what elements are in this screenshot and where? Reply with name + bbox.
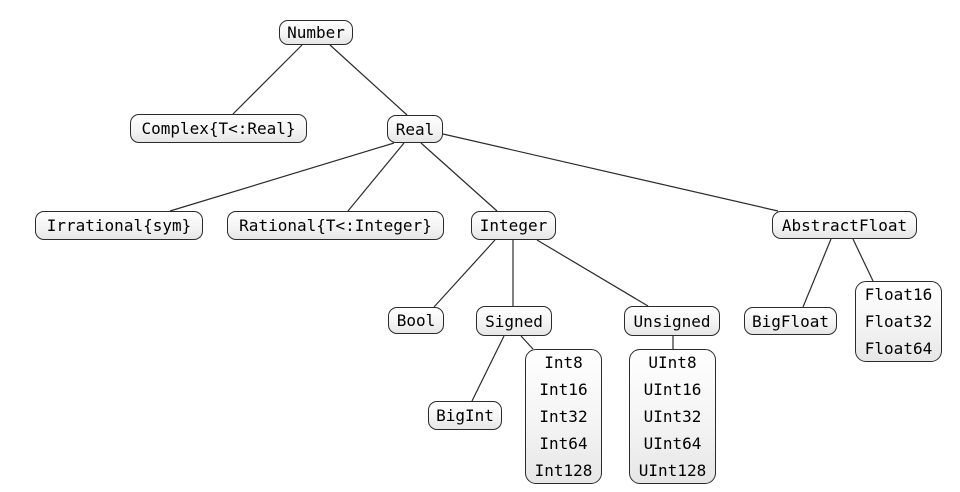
edge-real-irrational bbox=[169, 142, 395, 212]
node-label: Int8 bbox=[544, 353, 583, 372]
node-label: Int16 bbox=[539, 380, 588, 399]
node-bigfloat: BigFloat bbox=[744, 307, 837, 335]
node-label: Bool bbox=[396, 311, 436, 330]
node-complex: Complex{T<:Real} bbox=[130, 114, 307, 143]
node-real: Real bbox=[387, 115, 443, 143]
node-abstractfloat: AbstractFloat bbox=[772, 211, 917, 239]
edge-signed-ints bbox=[520, 335, 534, 350]
node-unsigned: Unsigned bbox=[624, 306, 720, 336]
edge-number-complex bbox=[232, 44, 303, 115]
node-bool: Bool bbox=[388, 307, 444, 334]
node-label: UInt32 bbox=[643, 407, 702, 426]
node-label: Float64 bbox=[864, 339, 933, 358]
node-label: BigFloat bbox=[751, 311, 830, 331]
node-label: AbstractFloat bbox=[781, 215, 908, 235]
node-label: Integer bbox=[479, 216, 548, 235]
node-label: BigInt bbox=[436, 406, 494, 425]
edge-real-abstractfloat bbox=[442, 133, 779, 212]
node-label: UInt64 bbox=[643, 434, 702, 453]
node-label: Float32 bbox=[864, 312, 933, 331]
node-label: UInt16 bbox=[643, 380, 702, 399]
node-integer: Integer bbox=[471, 211, 556, 240]
node-label: Int64 bbox=[539, 434, 588, 453]
node-unsigned-int-group: UInt8 UInt16 UInt32 UInt64 UInt128 bbox=[629, 349, 716, 484]
node-label: Number bbox=[287, 23, 345, 42]
node-float-group: Float16 Float32 Float64 bbox=[855, 281, 942, 362]
node-label: Int32 bbox=[539, 407, 588, 426]
node-label: Int128 bbox=[534, 461, 593, 480]
node-number: Number bbox=[279, 20, 353, 45]
edge-abstractfloat-floats bbox=[852, 238, 874, 282]
edge-number-real bbox=[329, 44, 408, 116]
edge-integer-unsigned bbox=[536, 239, 649, 307]
node-label: Float16 bbox=[864, 285, 933, 304]
node-label: Rational{T<:Integer} bbox=[239, 216, 432, 235]
edge-real-integer bbox=[420, 142, 498, 212]
node-label: Complex{T<:Real} bbox=[141, 119, 296, 138]
node-irrational: Irrational{sym} bbox=[35, 211, 203, 240]
node-label: Irrational{sym} bbox=[46, 216, 192, 235]
edge-integer-bool bbox=[433, 239, 496, 308]
node-label: Signed bbox=[485, 311, 543, 331]
node-label: Real bbox=[395, 119, 435, 139]
node-label: Unsigned bbox=[633, 311, 711, 331]
node-bigint: BigInt bbox=[428, 401, 502, 430]
node-label: UInt8 bbox=[648, 353, 697, 372]
edge-abstractfloat-bigfloat bbox=[802, 238, 832, 308]
node-signed: Signed bbox=[476, 306, 552, 336]
node-label: UInt128 bbox=[638, 461, 707, 480]
edge-real-rational bbox=[347, 142, 405, 212]
node-signed-int-group: Int8 Int16 Int32 Int64 Int128 bbox=[525, 349, 602, 484]
edge-signed-bigint bbox=[471, 335, 505, 402]
node-rational: Rational{T<:Integer} bbox=[227, 211, 444, 240]
